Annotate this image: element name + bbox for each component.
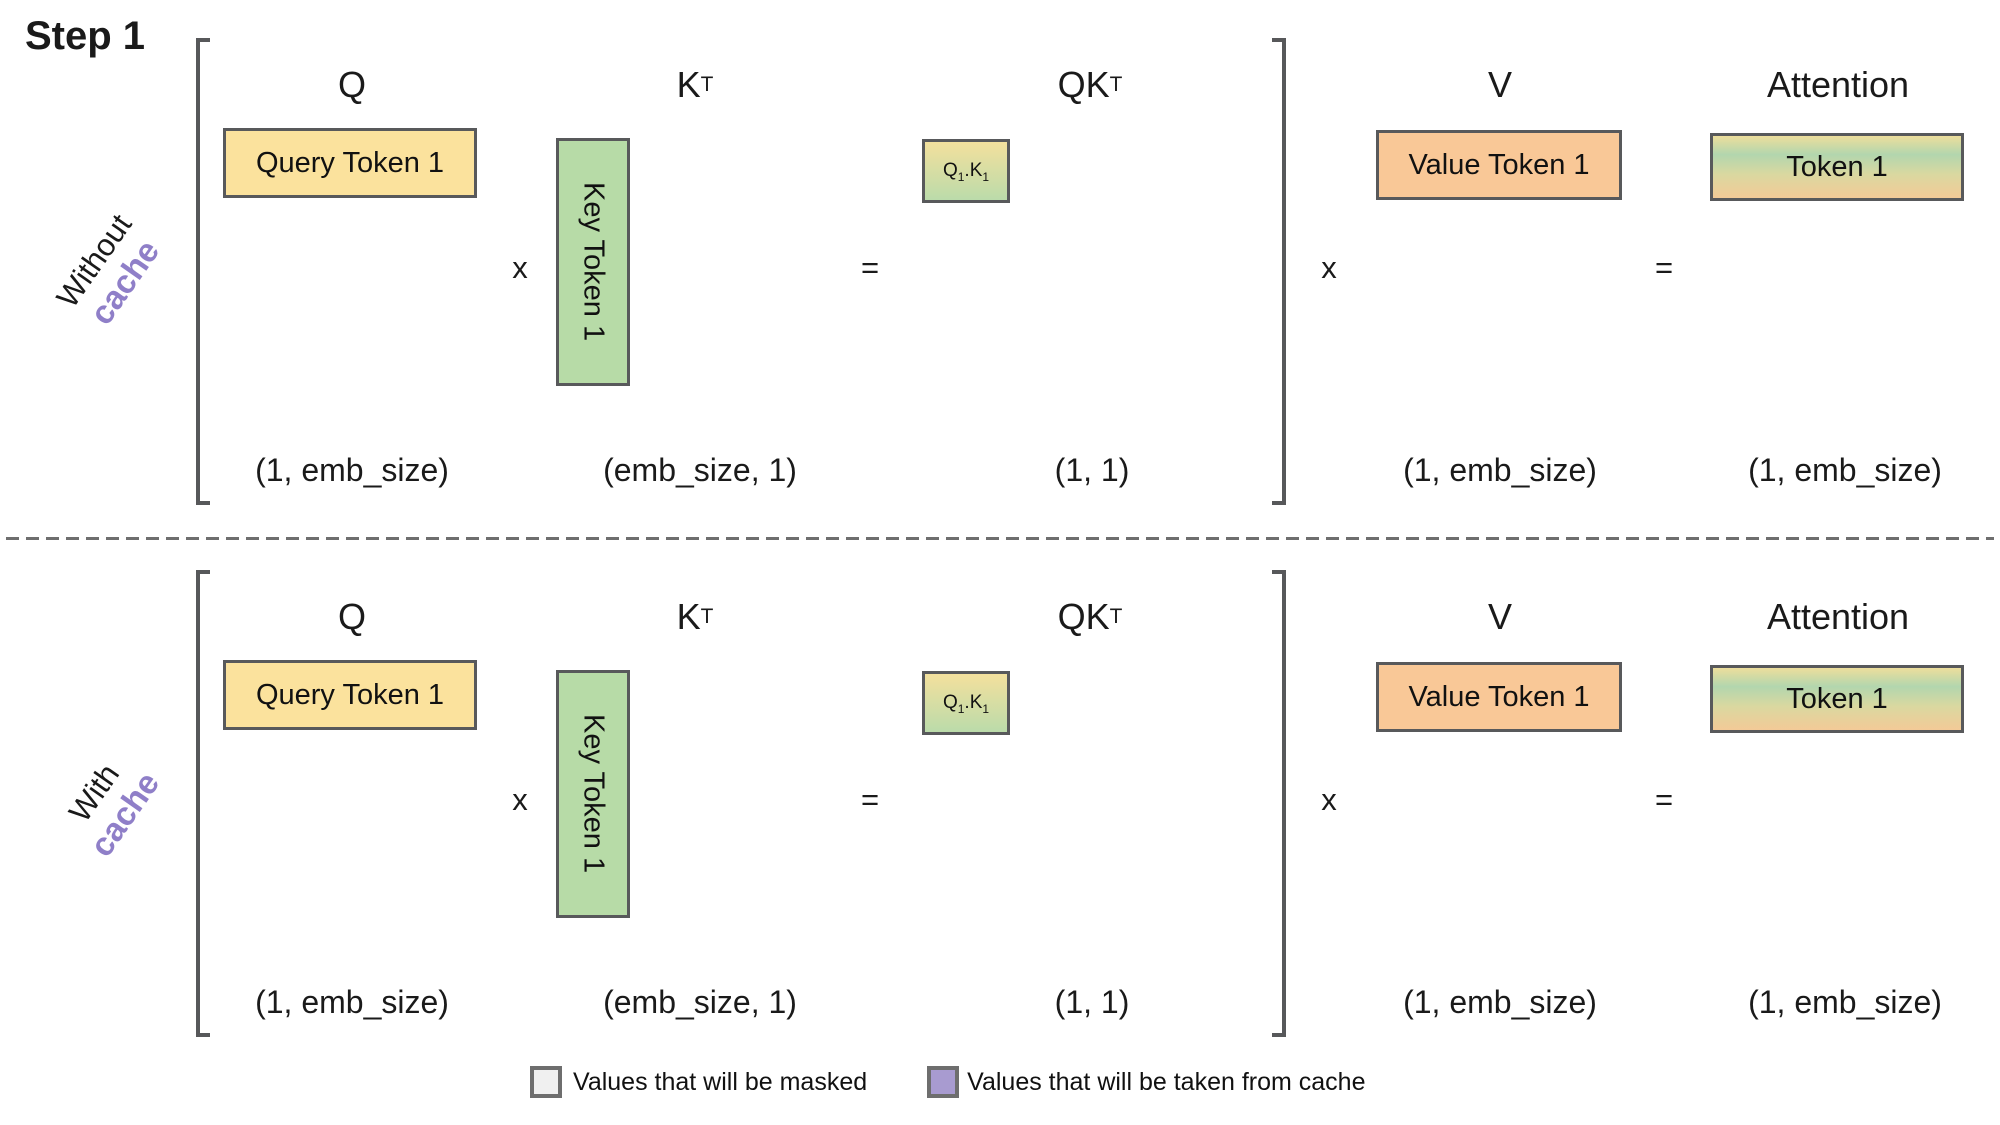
open-bracket xyxy=(196,570,210,1037)
qk-cell-label: Q1.K1 xyxy=(942,160,990,184)
attention-token-box: Token 1 xyxy=(1710,133,1964,201)
page-title: Step 1 xyxy=(25,14,146,58)
dim-label-attention: (1, emb_size) xyxy=(1748,451,1942,488)
multiply-operator: x xyxy=(1321,782,1337,817)
row-label-without-cache: Without cache xyxy=(0,154,228,391)
row-label-with-cache: With cache xyxy=(0,686,228,923)
close-bracket xyxy=(1272,570,1286,1037)
equals-operator: = xyxy=(860,782,880,817)
dim-label-v: (1, emb_size) xyxy=(1403,983,1597,1020)
legend: Values that will be masked Values that w… xyxy=(530,1066,1366,1098)
equals-operator: = xyxy=(1654,782,1674,817)
key-token-label: Key Token 1 xyxy=(577,182,610,342)
dim-label-kt: (emb_size, 1) xyxy=(603,451,797,488)
dim-label-q: (1, emb_size) xyxy=(255,451,449,488)
key-token-box: Key Token 1 xyxy=(556,670,630,918)
qk-result-box: Q1.K1 xyxy=(922,671,1010,735)
column-header-v: V xyxy=(1487,64,1512,105)
equals-operator: = xyxy=(860,250,880,285)
dim-label-qkt: (1, 1) xyxy=(1054,983,1130,1020)
column-header-v: V xyxy=(1487,596,1512,637)
dim-label-q: (1, emb_size) xyxy=(255,983,449,1020)
qk-cell-label: Q1.K1 xyxy=(942,692,990,716)
dim-label-v: (1, emb_size) xyxy=(1403,451,1597,488)
equals-operator: = xyxy=(1654,250,1674,285)
query-token-box: Query Token 1 xyxy=(223,660,477,730)
legend-swatch-cache xyxy=(927,1066,960,1098)
legend-label-masked: Values that will be masked xyxy=(573,1067,868,1096)
key-token-label: Key Token 1 xyxy=(577,714,610,874)
attention-token-box: Token 1 xyxy=(1710,665,1964,733)
legend-label-cache: Values that will be taken from cache xyxy=(967,1067,1366,1096)
dim-label-kt: (emb_size, 1) xyxy=(603,983,797,1020)
key-token-box: Key Token 1 xyxy=(556,138,630,386)
column-header-attention: Attention xyxy=(1766,64,1910,105)
query-token-box: Query Token 1 xyxy=(223,128,477,198)
dashed-divider xyxy=(6,537,1994,540)
header-base: K xyxy=(676,64,701,105)
legend-swatch-masked xyxy=(530,1066,562,1098)
header-base: K xyxy=(676,596,701,637)
open-bracket xyxy=(196,38,210,505)
multiply-operator: x xyxy=(1321,250,1337,285)
qk-result-box: Q1.K1 xyxy=(922,139,1010,203)
header-base: QK xyxy=(1057,596,1110,637)
header-base: QK xyxy=(1057,64,1110,105)
multiply-operator: x xyxy=(512,250,528,285)
value-token-box: Value Token 1 xyxy=(1376,662,1622,732)
value-token-box: Value Token 1 xyxy=(1376,130,1622,200)
dim-label-attention: (1, emb_size) xyxy=(1748,983,1942,1020)
column-header-q: Q xyxy=(337,64,366,105)
dim-label-qkt: (1, 1) xyxy=(1054,451,1130,488)
multiply-operator: x xyxy=(512,782,528,817)
column-header-attention: Attention xyxy=(1766,596,1910,637)
close-bracket xyxy=(1272,38,1286,505)
column-header-q: Q xyxy=(337,596,366,637)
